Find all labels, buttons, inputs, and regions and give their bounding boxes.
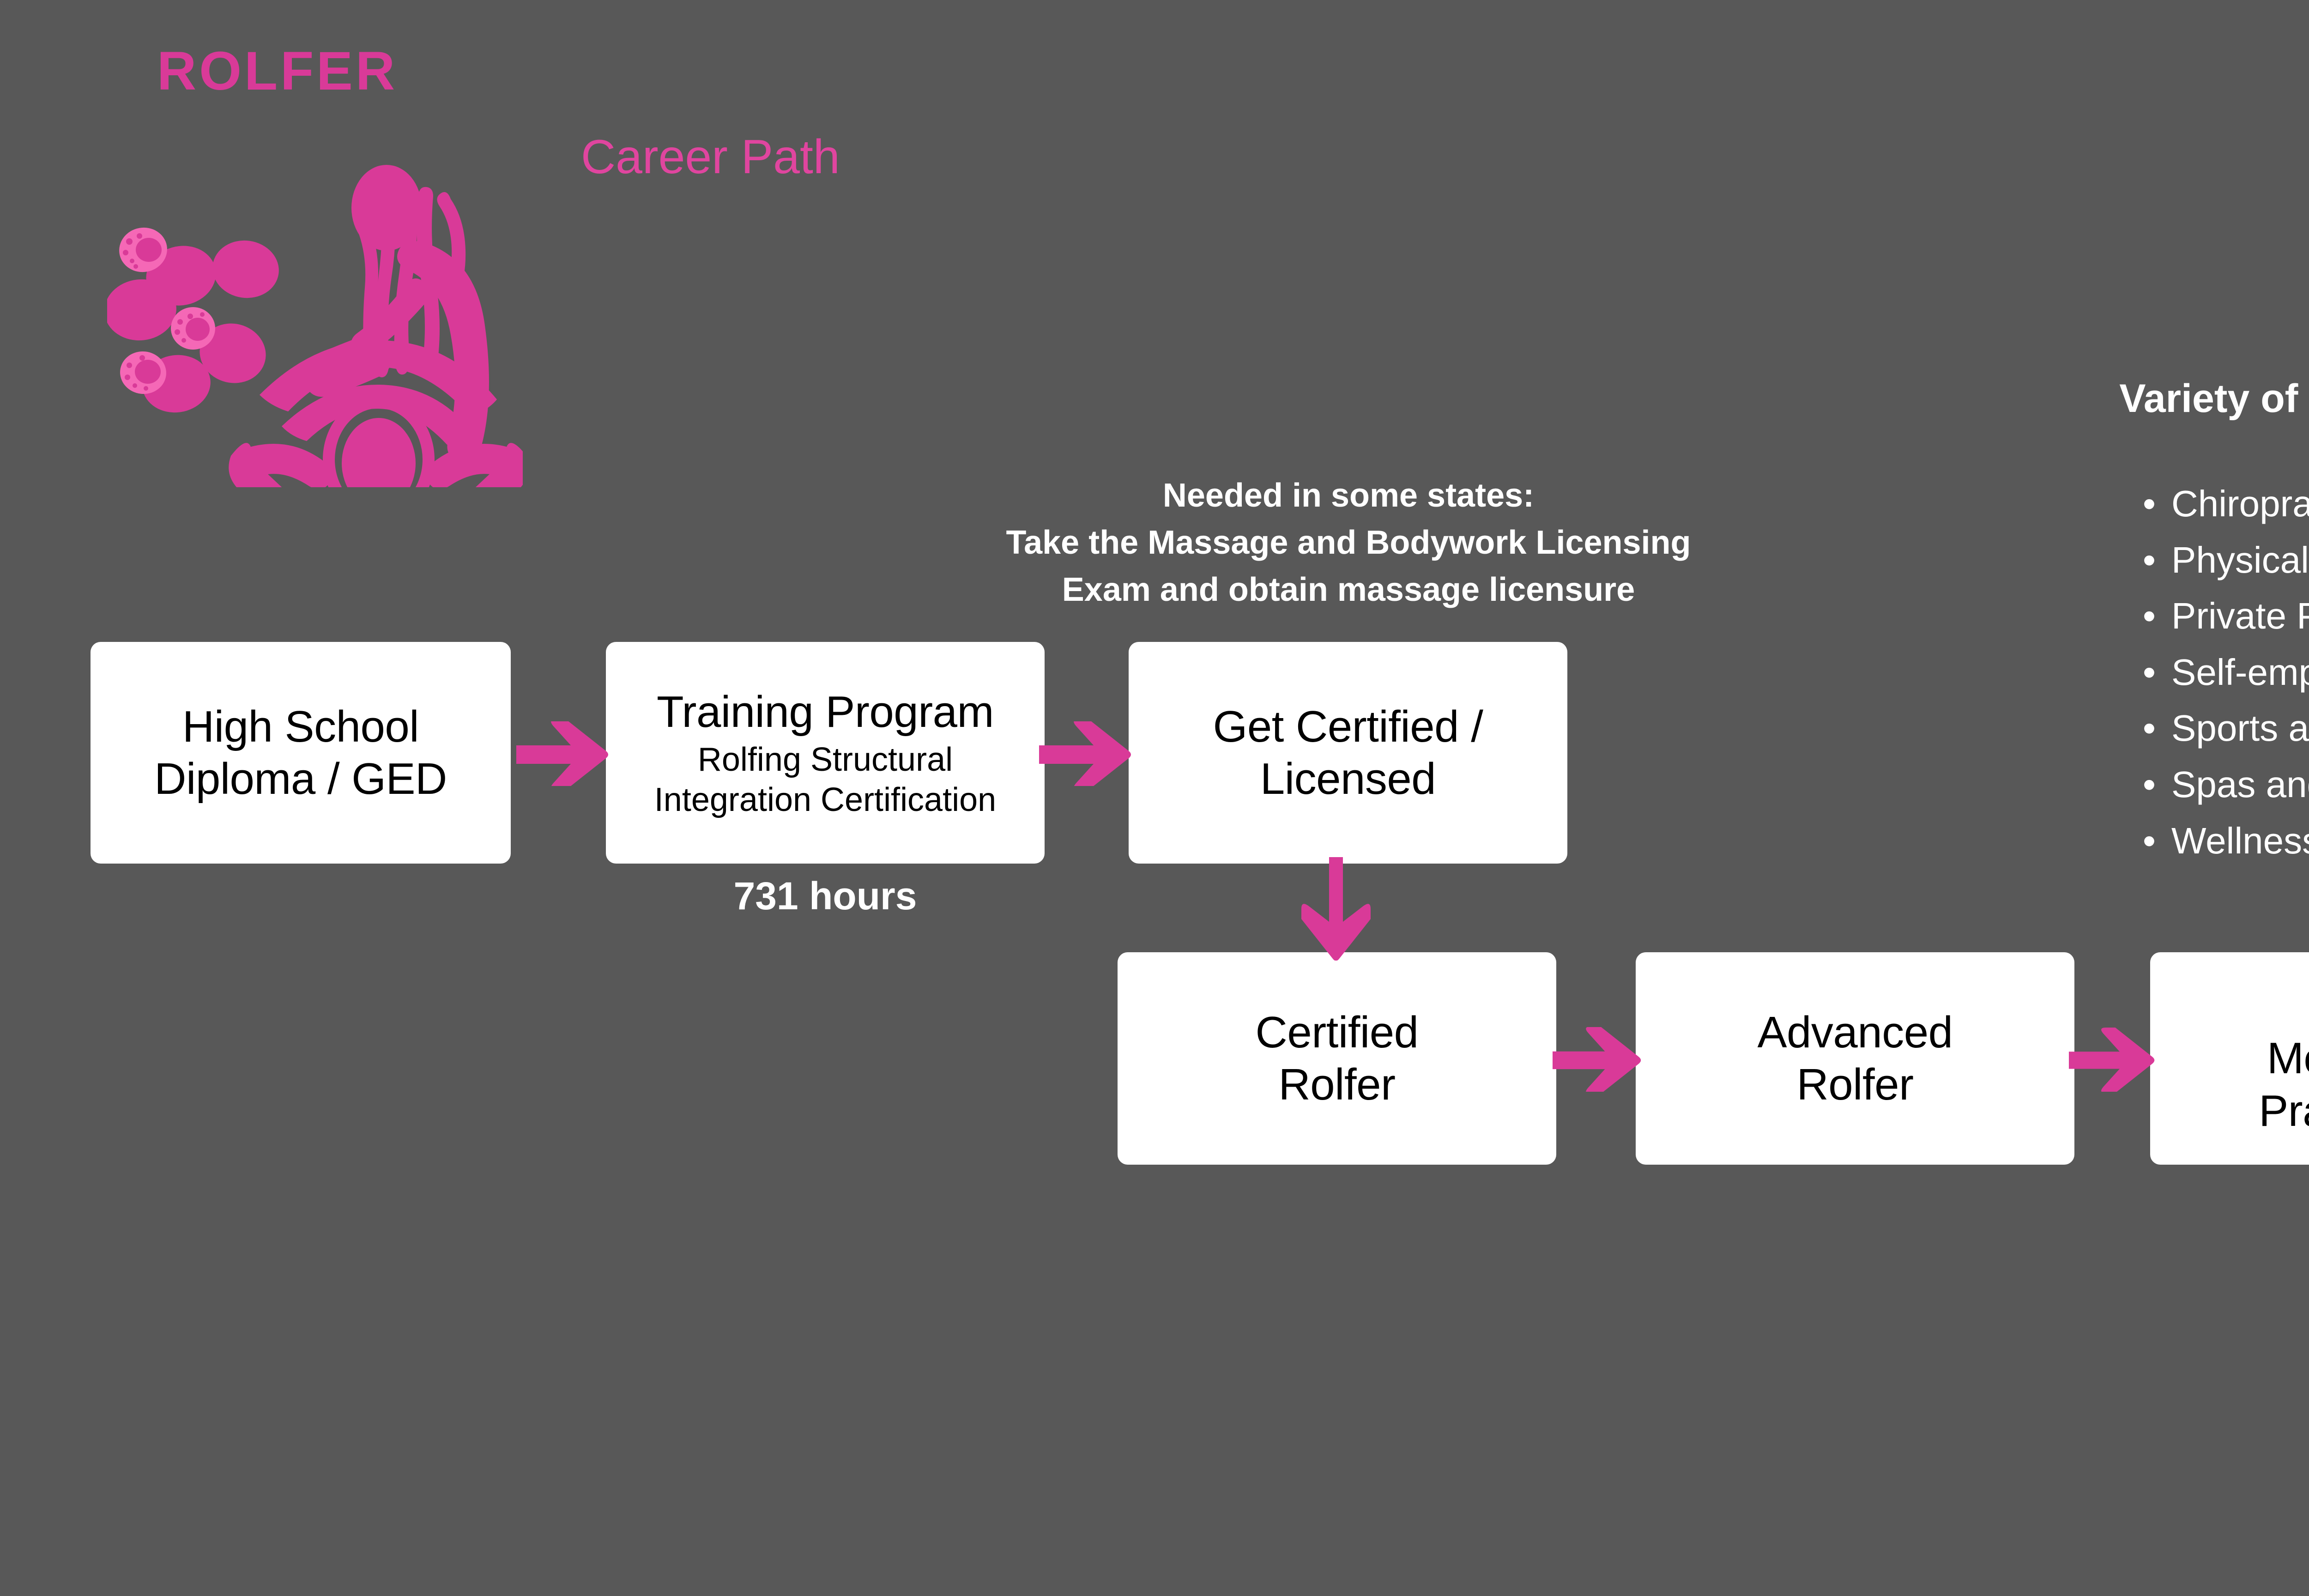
flow-node-title: Advanced Rolfer — [1757, 1007, 1953, 1109]
flow-node-certified-rolfer[interactable]: Certified Rolfer — [1118, 952, 1556, 1165]
work-areas-heading: Variety of areas can work at: — [2119, 376, 2309, 421]
flow-node-advanced-rolfer[interactable]: Advanced Rolfer — [1636, 952, 2074, 1165]
flow-node-subtitle: Rolfing Structural Integration Certifica… — [654, 741, 997, 818]
flow-node-title: Rolf Movement Practitioner — [2259, 1034, 2309, 1136]
arrow-right-icon — [2069, 1027, 2157, 1092]
state-note-line-1: Needed in some states: — [1162, 477, 1535, 514]
flow-node-high-school[interactable]: High School Diploma / GED — [91, 642, 511, 864]
state-note-line-2: Take the Massage and Bodywork Licensing — [1006, 524, 1691, 562]
flow-node-title: Training Program — [656, 687, 994, 737]
list-item: Sports and Athletic Facilities — [2143, 700, 2309, 756]
training-hours-label: 731 hours — [733, 874, 917, 918]
list-item: Spas and Retreats — [2143, 756, 2309, 813]
flow-node-title: High School Diploma / GED — [154, 701, 447, 804]
page-title: ROLFER — [157, 41, 398, 102]
list-item: Wellness Centers — [2143, 813, 2309, 869]
arrow-down-icon — [1301, 857, 1371, 961]
flow-node-title: Certified Rolfer — [1255, 1007, 1419, 1109]
flow-node-rolf-movement-practitioner[interactable]: Rolf Movement Practitioner — [2150, 952, 2309, 1165]
flow-node-get-certified[interactable]: Get Certified / Licensed — [1129, 642, 1567, 864]
state-note-line-3: Exam and obtain massage licensure — [1062, 571, 1635, 609]
work-areas-list: Chiropractic Clinics Physical Therapy Cl… — [2143, 476, 2309, 869]
state-requirement-note: Needed in some states: Take the Massage … — [905, 472, 1792, 614]
rolfer-massage-illustration — [107, 164, 523, 487]
list-item: Self-employed — [2143, 644, 2309, 701]
arrow-right-icon — [1553, 1027, 1643, 1092]
page-subtitle: Career Path — [581, 130, 840, 184]
list-item: Physical Therapy Clinics — [2143, 532, 2309, 588]
list-item: Private Practice — [2143, 588, 2309, 644]
list-item: Chiropractic Clinics — [2143, 476, 2309, 532]
flow-node-title: Get Certified / Licensed — [1213, 701, 1483, 804]
arrow-right-icon — [1039, 721, 1133, 786]
flow-node-training-program[interactable]: Training Program Rolfing Structural Inte… — [606, 642, 1045, 864]
arrow-right-icon — [516, 721, 610, 786]
